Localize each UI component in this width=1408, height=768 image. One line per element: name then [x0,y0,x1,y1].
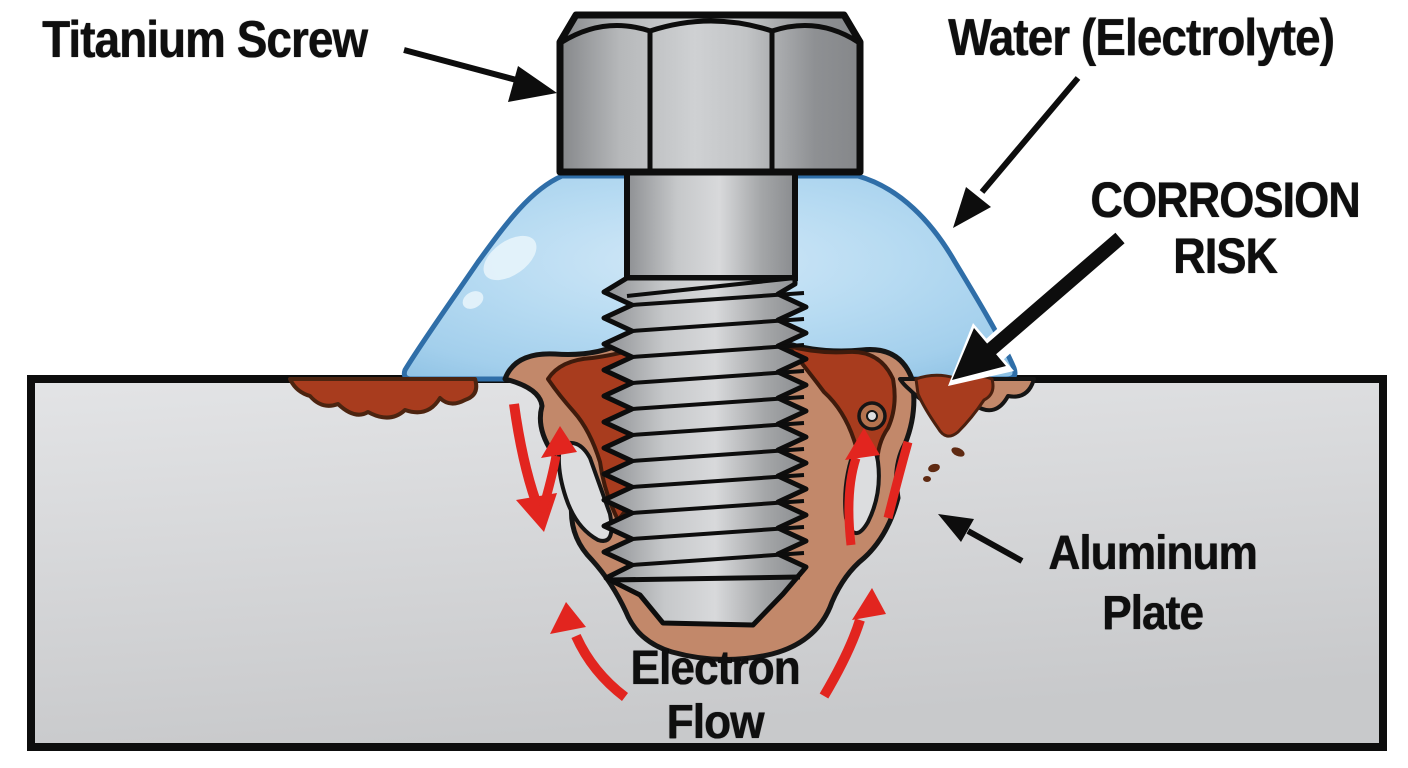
pointer-arrows [403,47,1130,564]
water-pointer-arrow [953,76,1081,228]
water-electrolyte-label: Water (Electrolyte) [948,9,1335,67]
bolt-hex-head [556,11,864,176]
aluminum-plate-label-line1: Aluminum [1048,527,1257,580]
corrosion-risk-label-line2: RISK [1173,228,1278,284]
titanium-screw-label: Titanium Screw [42,11,368,69]
electron-flow-arrows [509,403,913,701]
electron-flow-label-line1: Electron [630,642,800,695]
corrosion-risk-pointer-arrow [948,225,1130,386]
electron-flow-label: Electron Flow [568,642,862,750]
water-highlight-small [462,291,484,309]
corrosion-risk-label: CORROSION RISK [1050,172,1401,284]
aluminum-plate-label-line2: Plate [1102,587,1204,640]
water-highlight [483,235,537,281]
electron-flow-label-line2: Flow [666,696,765,749]
titanium-screw-pointer-arrow [403,47,557,102]
aluminum-plate-label: Aluminum Plate [998,524,1306,644]
corrosion-risk-label-line1: CORROSION [1090,172,1360,228]
titanium-bolt-graphic [556,11,864,628]
bolt-shank [624,169,798,281]
hex-head-chamfer [560,18,860,45]
aluminum-plate-pointer-arrow [938,514,1024,564]
thread-crest-lines [607,276,805,583]
